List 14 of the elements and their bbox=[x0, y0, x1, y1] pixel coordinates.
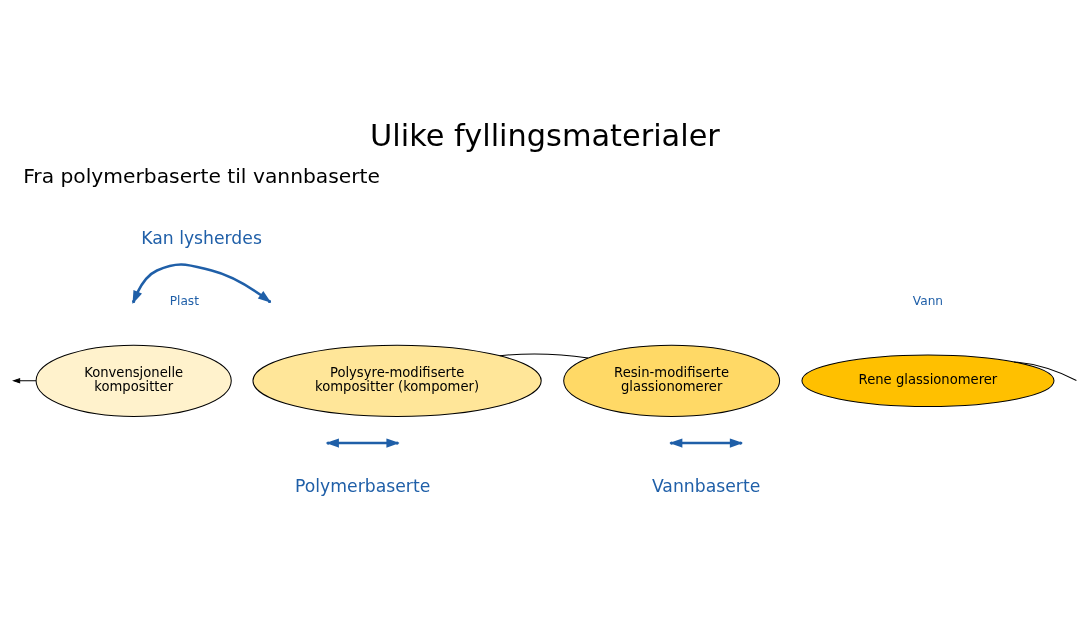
node-ellipse: Rene glassionomerer bbox=[801, 354, 1055, 407]
label: Vann bbox=[912, 293, 944, 308]
connector bbox=[1013, 360, 1077, 381]
arrow bbox=[12, 377, 37, 384]
label: Vannbaserte bbox=[651, 475, 761, 496]
node-ellipse: Konvensjonelle kompositter bbox=[35, 344, 232, 417]
node-ellipse: Resin-modifiserte glassionomerer bbox=[563, 344, 781, 417]
label: Kan lysherdes bbox=[141, 227, 262, 248]
label: Fra polymerbaserte til vannbaserte bbox=[23, 163, 380, 188]
node-ellipse: Polysyre-modifiserte kompositter (kompomer) bbox=[252, 344, 542, 417]
connector bbox=[499, 352, 589, 359]
label: Polymerbaserte bbox=[295, 475, 431, 496]
diagram-title: Ulike fyllingsmaterialer bbox=[370, 117, 720, 153]
label: Plast bbox=[169, 293, 199, 308]
